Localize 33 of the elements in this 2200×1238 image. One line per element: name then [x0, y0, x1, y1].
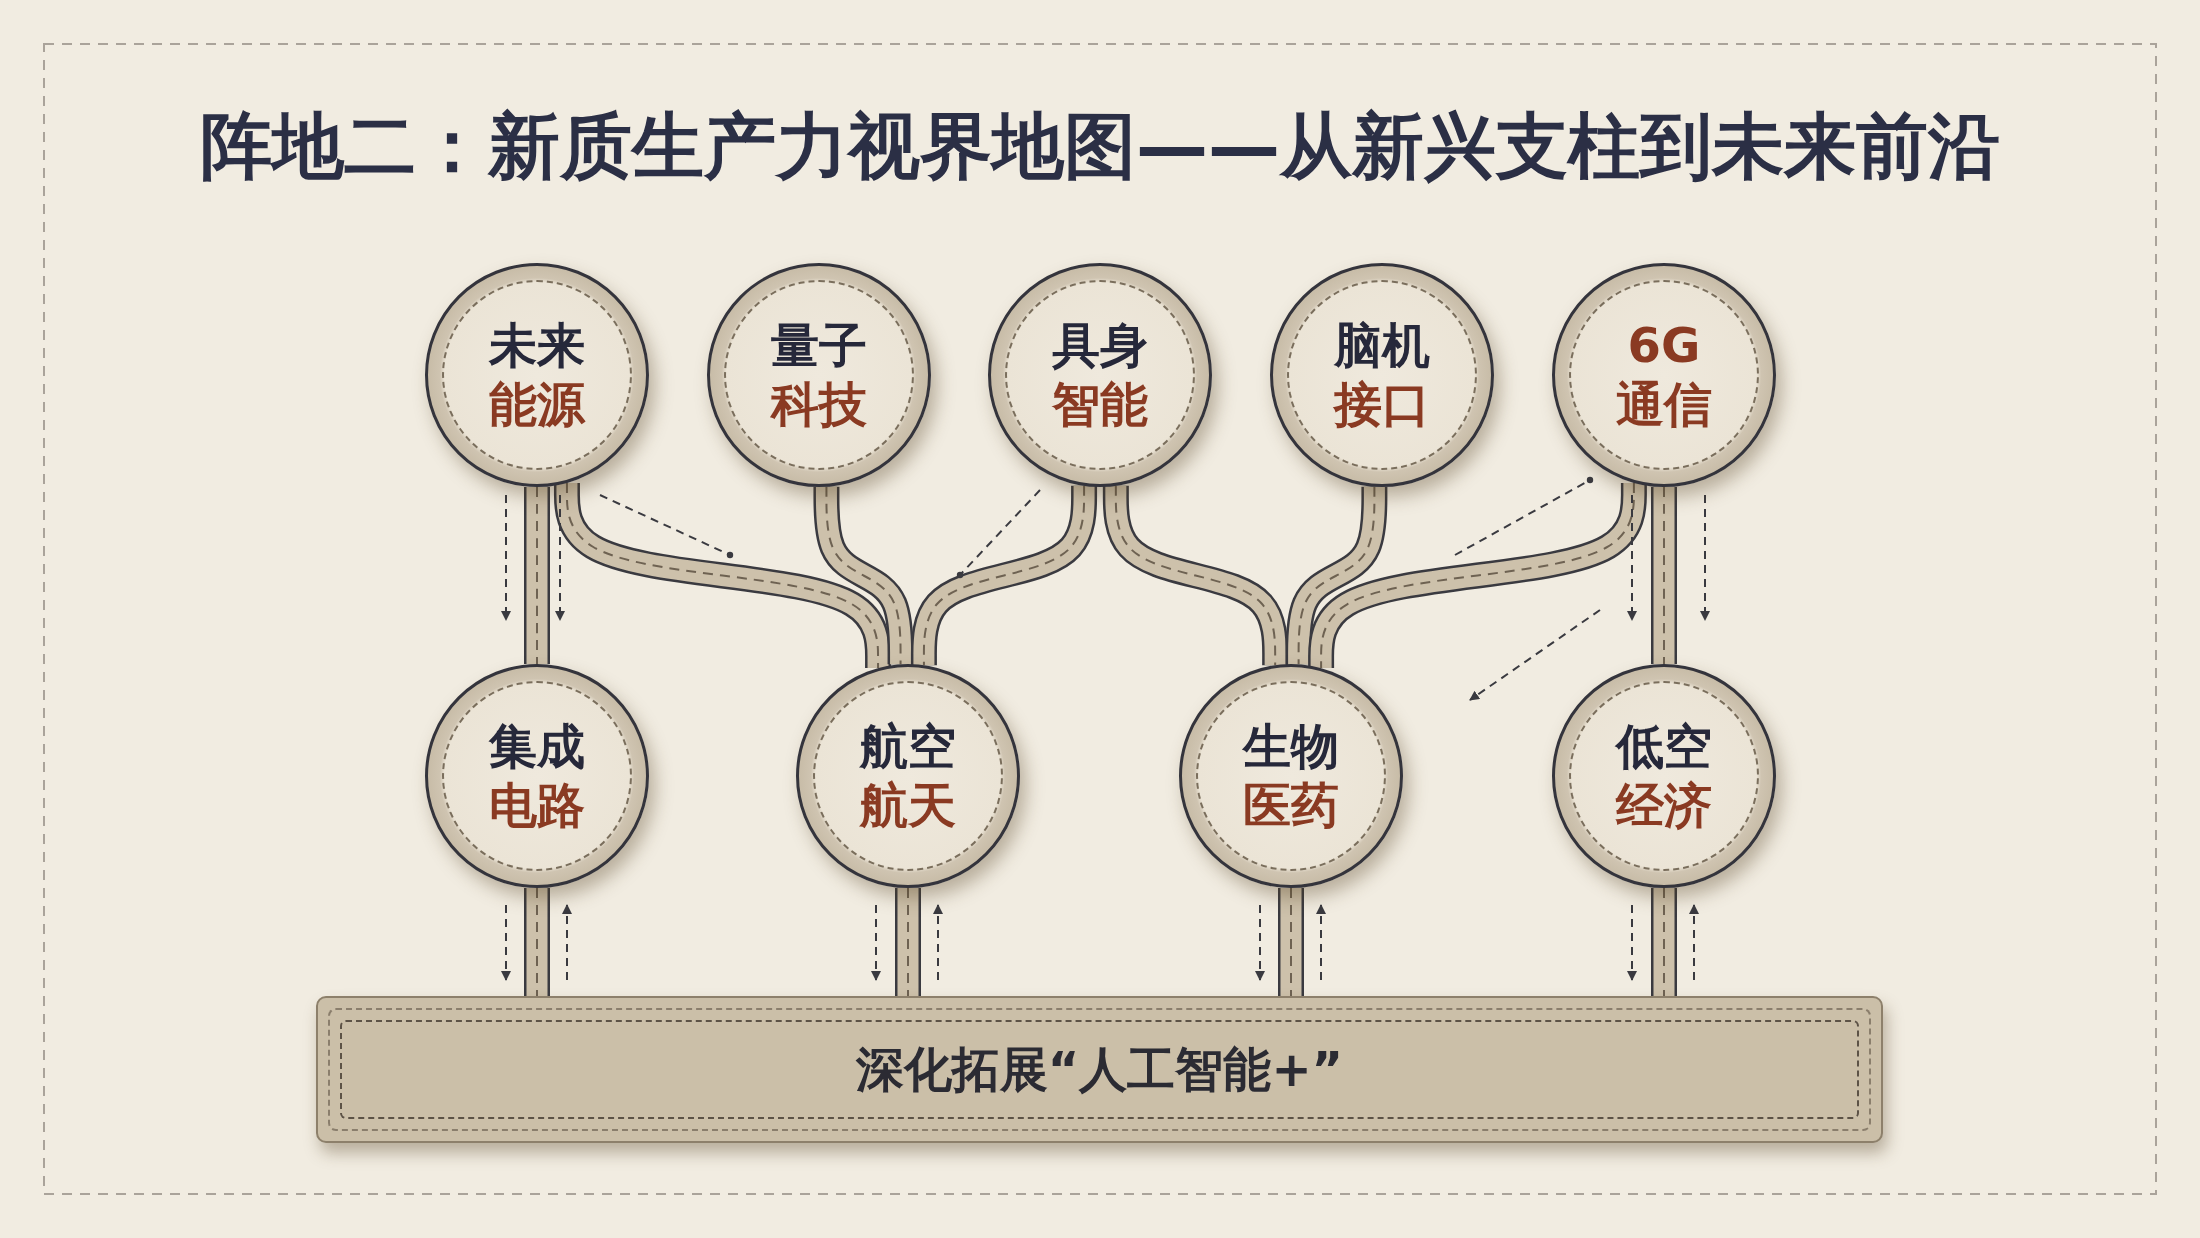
node-label: 航空 — [860, 717, 956, 776]
banner-bar — [316, 996, 1883, 1143]
title: 阵地二：新质生产力视界地图——从新兴支柱到未来前沿 — [199, 110, 2001, 182]
node-label: 能源 — [489, 375, 585, 434]
node-label: 电路 — [489, 776, 585, 835]
road-connector — [526, 888, 548, 996]
road-connector — [1288, 486, 1385, 665]
node-label: 经济 — [1616, 776, 1712, 835]
road-connector — [913, 485, 1095, 666]
road-connector — [1280, 888, 1302, 996]
node-label: 通信 — [1616, 375, 1712, 434]
road-connector — [526, 487, 548, 664]
road-connector — [1310, 482, 1645, 669]
road-connector — [556, 482, 889, 669]
banner-label: 深化拓展“人工智能+” — [855, 1039, 1344, 1099]
node-label: 未来 — [489, 316, 585, 375]
node-label: 科技 — [771, 375, 867, 434]
road-connector — [815, 486, 912, 665]
road-connector — [1105, 485, 1286, 666]
node-label: 医药 — [1243, 776, 1339, 835]
node-label: 生物 — [1243, 717, 1339, 776]
node-label: 接口 — [1334, 375, 1430, 434]
node-label: 具身 — [1052, 316, 1148, 375]
node-label: 集成 — [489, 717, 585, 776]
node-label: 脑机 — [1334, 316, 1430, 375]
node-label: 智能 — [1052, 375, 1148, 434]
road-connector — [897, 888, 919, 996]
node-label: 量子 — [771, 316, 867, 375]
node-label: 6G — [1627, 316, 1701, 375]
road-connector — [1653, 487, 1675, 664]
road-connector — [1653, 888, 1675, 996]
node-label: 低空 — [1616, 717, 1712, 776]
node-label: 航天 — [860, 776, 956, 835]
